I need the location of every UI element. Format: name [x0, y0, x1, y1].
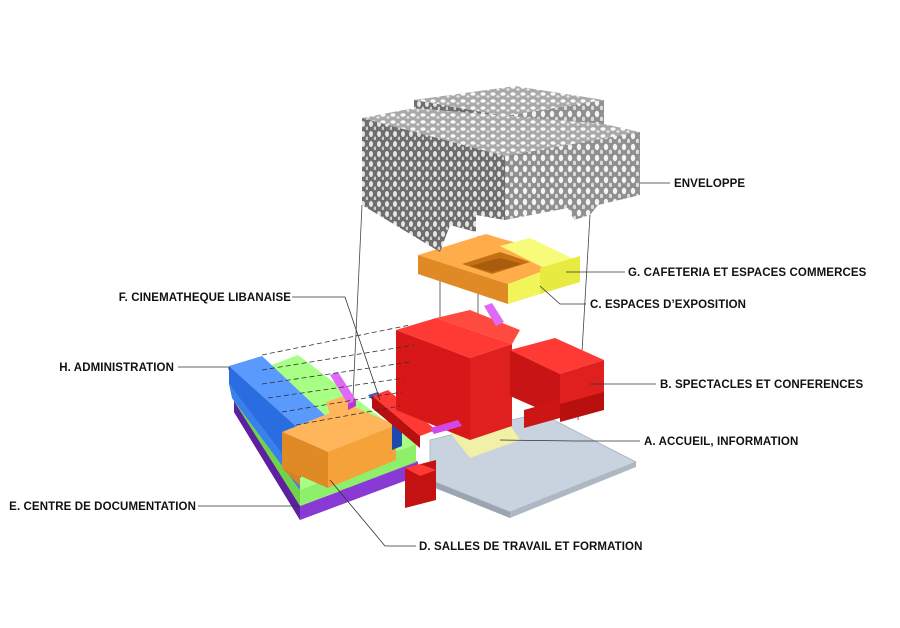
block-exposition-lower	[282, 394, 396, 488]
labels: ENVELOPPE G. CAFETERIA ET ESPACES COMMER…	[9, 178, 866, 553]
label-enveloppe: ENVELOPPE	[674, 178, 745, 190]
label-salles: D. SALLES DE TRAVAIL ET FORMATION	[419, 541, 643, 553]
label-documentation: E. CENTRE DE DOCUMENTATION	[9, 501, 196, 513]
dashed-alignment-lines	[261, 324, 415, 426]
label-accueil: A. ACCUEIL, INFORMATION	[644, 436, 798, 448]
block-enveloppe	[362, 86, 640, 252]
leader-lines	[178, 182, 670, 547]
circulation-stair-left	[330, 372, 356, 410]
label-cinematheque: F. CINEMATHEQUE LIBANAISE	[119, 292, 291, 304]
label-exposition: C. ESPACES D’EXPOSITION	[590, 299, 746, 311]
label-spectacles: B. SPECTACLES ET CONFERENCES	[660, 379, 863, 391]
circulation-stair-center	[430, 303, 504, 434]
label-administration: H. ADMINISTRATION	[59, 362, 174, 374]
block-cafeteria	[500, 238, 580, 304]
block-spectacles	[372, 310, 604, 508]
label-cafeteria: G. CAFETERIA ET ESPACES COMMERCES	[628, 267, 867, 279]
